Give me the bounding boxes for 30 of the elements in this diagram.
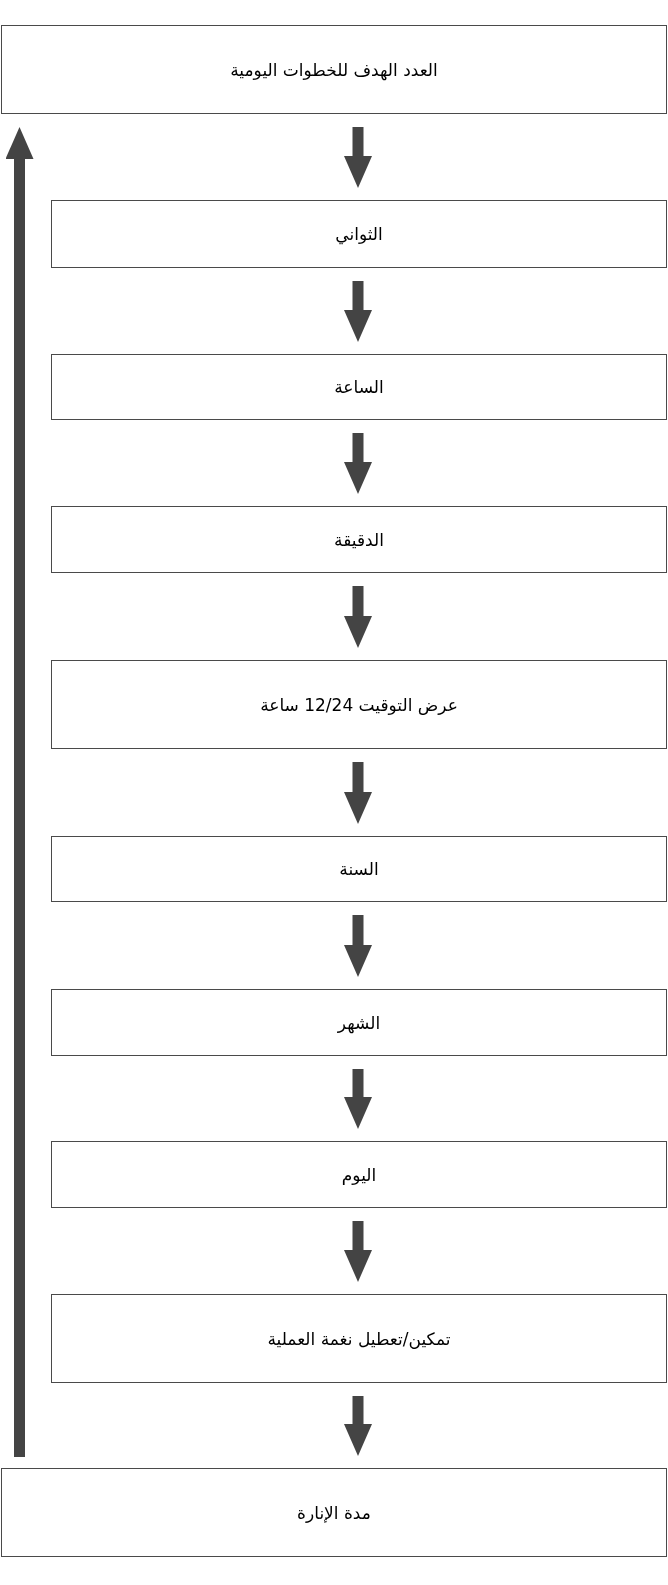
- box-label: عرض التوقيت 12/24 ساعة: [260, 693, 458, 717]
- arrow: [344, 281, 372, 342]
- box-label: الدقيقة: [334, 528, 384, 552]
- arrow: [344, 1221, 372, 1282]
- box-label: العدد الهدف للخطوات اليومية: [230, 58, 438, 82]
- arrow: [344, 127, 372, 188]
- arrow: [344, 915, 372, 977]
- box-label: تمكين/تعطيل نغمة العملية: [267, 1327, 451, 1351]
- arrow: [5, 127, 34, 1457]
- box-label: الشهر: [337, 1011, 381, 1035]
- box-label: الساعة: [334, 376, 384, 399]
- arrow: [344, 586, 372, 648]
- process-box: [51, 200, 667, 268]
- process-box: [51, 660, 667, 749]
- arrow: [344, 1069, 372, 1129]
- process-box: [51, 354, 667, 420]
- process-box: [51, 506, 667, 573]
- process-box: [51, 1294, 667, 1383]
- process-box: [1, 25, 667, 114]
- box-label: اليوم: [341, 1163, 377, 1187]
- arrow: [344, 1396, 372, 1456]
- process-box: [1, 1468, 667, 1557]
- box-label: الثواني: [335, 223, 383, 246]
- process-box: [51, 989, 667, 1056]
- process-box: [51, 1141, 667, 1208]
- box-label: السنة: [339, 858, 379, 881]
- arrow: [344, 762, 372, 824]
- process-box: [51, 836, 667, 902]
- box-label: مدة الإنارة: [297, 1501, 371, 1525]
- arrow: [344, 433, 372, 494]
